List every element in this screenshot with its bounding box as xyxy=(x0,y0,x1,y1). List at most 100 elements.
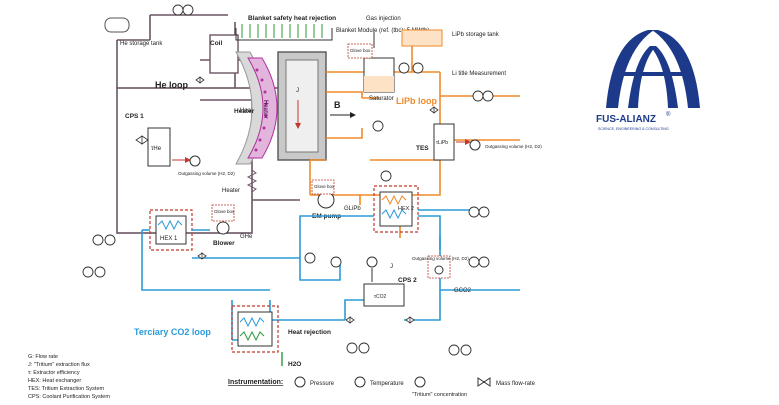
lipb-loop-label: LiPb loop xyxy=(396,96,437,106)
he-outgassing-label: Outgassing volume (H2, D2) xyxy=(178,171,235,176)
heater-left-label: Heater xyxy=(222,188,240,194)
fus-alianz-logo: FUS-ALIANZ ® SCIENCE, ENGINEERING & CONS… xyxy=(596,30,700,131)
hex1-label: HEX 1 xyxy=(160,236,178,242)
logo-arch-inner-right xyxy=(650,46,678,108)
glove-box-sat xyxy=(347,43,373,59)
he-storage-tank xyxy=(104,17,130,33)
heat-rejection-coil-b xyxy=(239,330,265,342)
hex2-box xyxy=(379,191,413,227)
heat-rejection-bracket xyxy=(235,28,333,41)
cps2-box xyxy=(363,283,405,307)
lipb-outgassing-volume xyxy=(469,139,481,151)
logo-arch-left xyxy=(606,30,654,108)
tes-label: TES xyxy=(416,145,429,152)
saturator-label: Saturator xyxy=(369,96,394,102)
hex2-coil-a xyxy=(381,194,407,206)
cps1-box xyxy=(147,127,171,167)
pressure-icon xyxy=(294,376,306,388)
temperature-label: Temperature xyxy=(370,381,404,387)
legend-item: J: "Tritium" extraction flux xyxy=(28,362,90,368)
co2-outgassing-label: Outgassing volume (H2, D2) xyxy=(412,256,469,261)
legend-item: TES: Tritium Extraction System xyxy=(28,386,105,392)
saturator-fill xyxy=(364,76,394,92)
mass-flow-label: Mass flow-rate xyxy=(496,381,536,387)
glove-box-em-label: Glove box xyxy=(314,184,335,189)
co2-loop-piping xyxy=(141,209,520,341)
logo-tagline: SCIENCE, ENGINEERING & CONSULTING xyxy=(598,127,669,131)
heat-rejection-fins xyxy=(241,24,323,38)
blanket-title: Blanket safety heat rejection xyxy=(248,15,336,22)
blanket-module-inner xyxy=(285,59,319,153)
glove-box-he xyxy=(211,204,235,222)
tertiary-loop-label: Terciary CO2 loop xyxy=(134,327,211,337)
legend-item: G: Flow rate xyxy=(28,354,58,360)
glove-box-sat-label: Glove box xyxy=(350,48,371,53)
tau-co2-label: τCO2 xyxy=(374,294,386,300)
glove-box-em xyxy=(311,179,335,195)
blanket-title-bg xyxy=(228,8,336,22)
heater-blanket xyxy=(247,57,278,159)
lipb-storage-tank xyxy=(401,29,443,47)
h2o-label: H2O xyxy=(288,361,301,368)
temperature-icon xyxy=(354,376,366,388)
coil-box xyxy=(209,34,239,74)
heater-blanket-label: Heater xyxy=(234,108,255,115)
g-he-label: GHe xyxy=(240,234,253,240)
co2-flow-sensor xyxy=(434,265,444,275)
heater-mid-label: Heater xyxy=(240,108,258,114)
logo-mark: ® xyxy=(666,111,671,118)
tau-lipb-label: τLiPb xyxy=(436,140,448,146)
tritium-icon xyxy=(414,376,426,388)
hex1-coil xyxy=(157,219,183,231)
legend: G: Flow rate J: "Tritium" extraction flu… xyxy=(28,354,110,400)
j-co2-label: J xyxy=(390,264,393,270)
instrument-gauges xyxy=(82,4,494,356)
heat-rejection-box xyxy=(237,311,273,347)
hex2-coil-b xyxy=(381,208,407,220)
logo-brand: FUS-ALIANZ xyxy=(596,114,656,125)
gas-injection-label: Gas injection xyxy=(366,16,401,22)
heat-rejection-frame xyxy=(231,305,279,353)
blanket-module-label: Blanket Module (ref. (tbc): 5 MWth) xyxy=(336,28,429,34)
instrumentation-title: Instrumentation: xyxy=(228,379,283,386)
he-outgassing-volume xyxy=(189,155,201,167)
heater-vert-label: Heater xyxy=(262,100,268,119)
blower-label: Blower xyxy=(213,240,235,247)
lipb-outgassing-label: Outgassing volume (H2, D2) xyxy=(485,144,542,149)
valves xyxy=(135,76,439,324)
blower-icon xyxy=(216,221,230,235)
legend-item: CPS: Coolant Purification System xyxy=(28,394,110,400)
heater-left-coil xyxy=(246,169,258,193)
he-storage-label: He storage tank xyxy=(120,41,163,47)
hex2-frame xyxy=(373,185,419,233)
tritium-label: "Tritium" concentration xyxy=(412,392,467,398)
heat-rejection-label: Heat rejection xyxy=(288,329,331,336)
coil-label: Coil xyxy=(210,40,222,47)
cps2-label: CPS 2 xyxy=(398,277,417,284)
li-title-label: Li title Measurement xyxy=(452,71,506,77)
pressure-label: Pressure xyxy=(310,381,335,387)
g-lipb-label: GLiPb xyxy=(344,206,361,212)
blanket-j-label: J xyxy=(296,88,299,94)
logo-crossbar xyxy=(620,72,688,76)
logo-arch-right xyxy=(652,30,700,108)
heat-rejection-coil-a xyxy=(239,316,265,328)
b-field-label: B xyxy=(334,100,341,110)
logo-arch-inner-left xyxy=(628,46,656,108)
tes-box xyxy=(433,123,455,161)
legend-item: τ: Extractor efficiency xyxy=(28,370,80,376)
co2-outgassing-volume xyxy=(366,256,378,268)
instrumentation-key: Instrumentation: Pressure Temperature "T… xyxy=(228,376,536,398)
he-loop-label: He loop xyxy=(155,80,189,90)
hex2-label: HEX 2 xyxy=(398,206,414,212)
lipb-storage-label: LiPb storage tank xyxy=(452,32,500,38)
heater-dots xyxy=(254,68,268,152)
legend-item: HEX: Heat exchanger xyxy=(28,378,81,384)
cps1-label: CPS 1 xyxy=(125,113,144,120)
hex1-box xyxy=(155,215,187,245)
tau-he-label: τHe xyxy=(151,146,162,152)
g-co2-label: GCO2 xyxy=(454,288,472,294)
mass-flow-icon xyxy=(477,377,491,387)
